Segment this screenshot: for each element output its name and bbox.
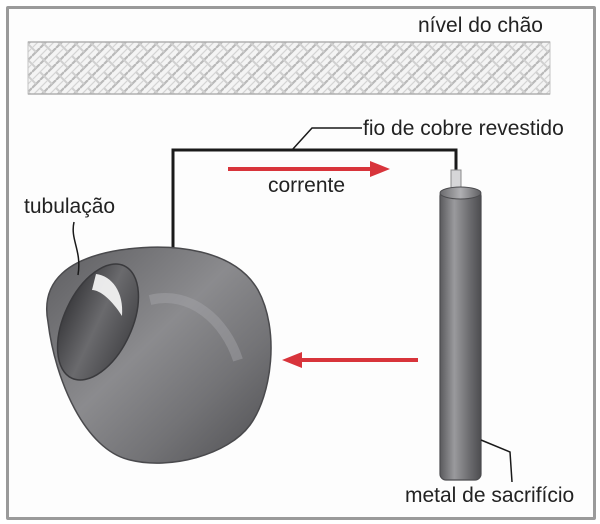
current-arrowhead-left	[282, 352, 302, 368]
ground-level-label: nível do chão	[418, 14, 543, 37]
ground-band	[27, 41, 551, 95]
wire-leader-line	[291, 127, 362, 151]
pipe	[46, 246, 272, 464]
current-arrowhead-right	[370, 161, 390, 177]
pipe-leader-line	[72, 221, 80, 276]
anode-leader-line	[480, 439, 513, 483]
sacrificial-anode	[439, 169, 482, 481]
current-label: corrente	[268, 174, 346, 197]
sacrificial-metal-label: metal de sacrifício	[405, 484, 575, 507]
copper-wire-label: fio de cobre revestido	[363, 117, 564, 140]
pipe-label: tubulação	[24, 195, 116, 218]
copper-wire	[171, 148, 458, 250]
